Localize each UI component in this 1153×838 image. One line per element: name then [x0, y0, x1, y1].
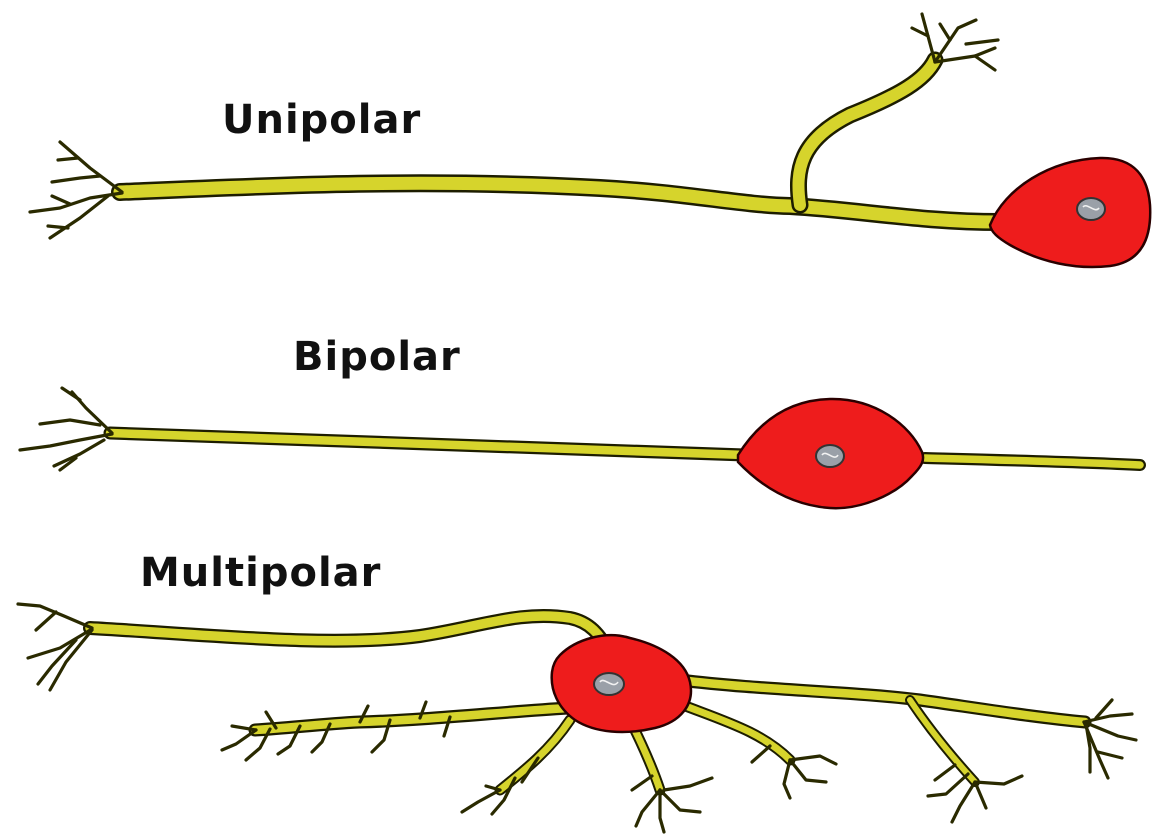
multipolar-axon-tuft	[18, 604, 92, 690]
multipolar-left-dendrite	[222, 702, 568, 760]
bipolar-neuron-icon	[20, 388, 1140, 508]
bipolar-axon	[925, 458, 1140, 465]
unipolar-left-tuft	[30, 142, 122, 238]
unipolar-neuron-icon	[30, 14, 1150, 267]
unipolar-side-branch	[798, 60, 935, 205]
bipolar-dendrite	[110, 433, 745, 455]
unipolar-axon	[120, 183, 1000, 222]
multipolar-bottom-dendrite	[630, 720, 712, 832]
multipolar-label: Multipolar	[140, 553, 381, 593]
multipolar-cell-body	[552, 635, 691, 732]
bipolar-label: Bipolar	[293, 337, 461, 377]
unipolar-label: Unipolar	[222, 100, 421, 140]
unipolar-cell-body	[990, 158, 1150, 267]
multipolar-lower-left-dendrite	[462, 720, 570, 814]
multipolar-neuron-icon	[18, 604, 1136, 832]
bipolar-cell-body	[738, 399, 923, 508]
bipolar-left-tuft	[20, 388, 112, 470]
multipolar-axon	[90, 616, 608, 650]
unipolar-nucleus	[1077, 198, 1105, 220]
multipolar-nucleus	[594, 673, 624, 695]
